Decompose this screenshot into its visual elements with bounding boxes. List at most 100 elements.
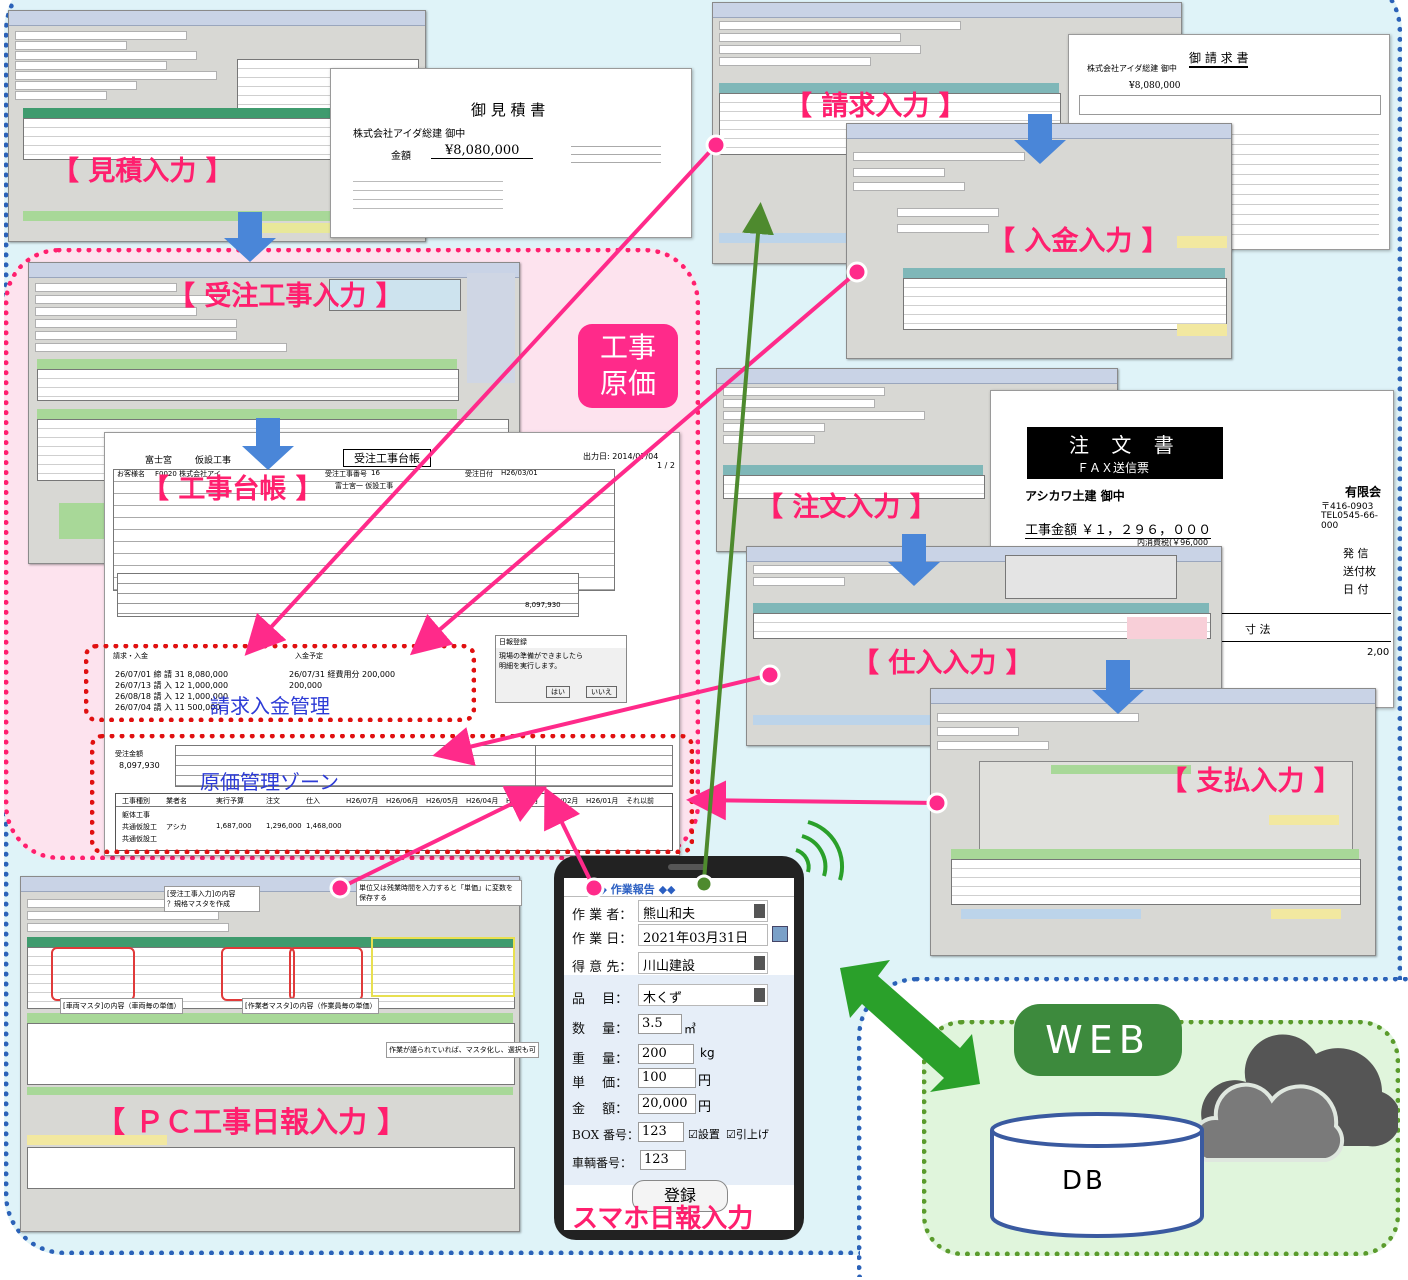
- label-mitsumori: 【 見積入力 】: [52, 156, 233, 187]
- dialog-text: 現場の準備ができましたら 明細を実行します。: [499, 652, 583, 670]
- dialog-ok-button[interactable]: はい: [546, 686, 570, 698]
- table-row: 200,000: [289, 681, 323, 690]
- phone-header: ◆◆ 作業報告 ◆◆: [590, 883, 676, 896]
- phone-item-select[interactable]: 木くず: [638, 984, 768, 1006]
- chumon-doc-postal: 〒416-0903: [1321, 502, 1374, 512]
- chumon-doc-title: 注 文 書: [1069, 433, 1182, 457]
- phone-price-label: 単 価：: [572, 1076, 629, 1091]
- phone-hikiage-checkbox[interactable]: ☑引上げ: [726, 1128, 769, 1141]
- chevron-down-icon: [754, 988, 765, 1002]
- wireless-signal-icon: [795, 820, 845, 881]
- daicho-nyukin-header: 入金予定: [295, 652, 323, 660]
- phone-amount-label: 金 額：: [572, 1102, 629, 1117]
- blue-arrows: [224, 114, 1144, 714]
- daicho-date: 出力日: 2014/07/04: [583, 452, 659, 461]
- smartphone-camera: [668, 864, 706, 870]
- chumon-doc-size: 寸 法: [1245, 623, 1271, 636]
- chumon-doc-date: 日 付: [1343, 583, 1369, 596]
- dialog-cancel-button[interactable]: いいえ: [586, 686, 617, 698]
- dialog-title: 日報登録: [496, 636, 626, 648]
- phone-weight-label: 重 量：: [572, 1052, 629, 1067]
- database-icon: [990, 1112, 1204, 1238]
- phone-customer-select[interactable]: 川山建設: [638, 952, 768, 974]
- daicho-koji-name: 富士宮一 仮設工事: [335, 482, 394, 490]
- chumon-doc-subtitle: ＦＡＸ送信票: [1077, 461, 1150, 475]
- cloud-icon: [1191, 1034, 1398, 1162]
- calendar-icon[interactable]: [772, 926, 788, 942]
- daicho-genka-header: 受注金額: [115, 750, 143, 758]
- label-nyukin: 【 入金入力 】: [988, 226, 1169, 257]
- phone-amount-unit: 円: [698, 1100, 712, 1115]
- chumon-doc-num: 2,00: [1367, 647, 1390, 658]
- koji-genka-text: 工事原価: [599, 331, 656, 400]
- daicho-total: 8,097,930: [525, 601, 561, 609]
- daicho-order-date-label: 受注日付: [465, 470, 493, 478]
- daicho-order-no-label: 受注工事番号: [325, 470, 367, 478]
- table-row: 26/07/13 請 入 12 1,000,000: [115, 681, 229, 690]
- phone-setchi-checkbox[interactable]: ☑設置: [688, 1128, 720, 1141]
- daicho-genka-amount: 8,097,930: [119, 761, 160, 770]
- phone-worker-label: 作 業 者：: [572, 908, 633, 923]
- phone-price-unit: 円: [698, 1074, 712, 1089]
- daicho-site: 仮設工事: [195, 456, 232, 466]
- web-badge: WEB: [1014, 1004, 1182, 1076]
- phone-customer-label: 得 意 先：: [572, 960, 633, 975]
- chumon-doc-tax: 内消費税(￥96,000: [1137, 538, 1209, 547]
- phone-qty-input[interactable]: 3.5: [638, 1014, 682, 1034]
- label-shiire: 【 仕入入力 】: [852, 648, 1033, 679]
- mitsumori-document: 御 見 積 書 株式会社アイダ総建 御中 金額 ¥8,080,000: [330, 68, 692, 238]
- table-row: 26/07/04 請 入 11 500,000: [115, 703, 221, 712]
- chevron-down-icon: [754, 904, 765, 918]
- label-chumon: 【 注文入力 】: [756, 492, 937, 523]
- db-text: DB: [1062, 1166, 1106, 1196]
- region-corner-border: [857, 977, 1408, 1277]
- daicho-title: 受注工事台帳: [343, 449, 431, 467]
- phone-worker-select[interactable]: 熊山和夫: [638, 900, 768, 922]
- daicho-customer-label: お客様名: [117, 470, 145, 478]
- mitsumori-doc-amount: ¥8,080,000: [431, 143, 534, 159]
- daicho-seikyu-rows: 26/07/01 締 請 31 8,080,000 26/07/13 請 入 1…: [115, 669, 285, 713]
- label-shiharai: 【 支払入力 】: [1160, 766, 1341, 797]
- shiharai-window: [930, 688, 1376, 956]
- phone-submit-button[interactable]: 登録: [632, 1180, 728, 1212]
- genka-kanri-zone-label: 原価管理ゾーン: [200, 770, 339, 794]
- table-row: 26/07/01 締 請 31 8,080,000: [115, 670, 229, 679]
- phone-qty-label: 数 量：: [572, 1022, 629, 1037]
- mitsumori-doc-amount-label: 金額: [391, 151, 411, 162]
- phone-amount-input[interactable]: 20,000: [638, 1094, 696, 1114]
- phone-date-field[interactable]: 2021年03月31日: [638, 924, 768, 946]
- pc-nippo-note5: 作業が語られていれば、マスタ化し、選択も可: [386, 1042, 539, 1058]
- table-row: 26/08/18 請 入 12 1,000,000: [115, 692, 229, 701]
- phone-car-label: 車輌番号：: [572, 1156, 633, 1170]
- phone-qty-unit: ㎥: [684, 1022, 697, 1036]
- pc-nippo-note2: [受注工事入力]の内容 ？規格マスタを作成: [164, 886, 260, 912]
- pc-nippo-note1: 単位又は残業時間を入力すると「単価」に変数を保存する: [356, 880, 522, 906]
- label-juchu: 【 受注工事入力 】: [168, 281, 403, 312]
- daicho-dialog: 日報登録 現場の準備ができましたら 明細を実行します。 はい いいえ: [495, 635, 627, 703]
- phone-price-input[interactable]: 100: [638, 1068, 696, 1088]
- phone-box-select[interactable]: 123: [638, 1122, 684, 1142]
- daicho-order-no: 16: [371, 469, 380, 477]
- web-text: WEB: [1045, 1018, 1151, 1062]
- chumon-doc-company: 有限会: [1345, 485, 1382, 499]
- chumon-doc-tel: TEL0545-66-000: [1321, 511, 1379, 531]
- pc-nippo-note4: [作業者マスタ]の内容（作業員毎の単価）: [242, 998, 380, 1014]
- chumon-doc-sender: 発 信: [1343, 547, 1369, 560]
- chumon-doc-client: アシカワ土建 御中: [1025, 489, 1125, 503]
- daicho-office: 富士宮: [145, 456, 173, 466]
- chumon-doc-pages: 送付枚: [1343, 565, 1376, 578]
- daicho-order-date: H26/03/01: [501, 469, 538, 477]
- label-daicho: 【 工事台帳 】: [142, 474, 323, 505]
- phone-box-label: BOX 番号：: [572, 1128, 640, 1142]
- pc-nippo-note3: [車両マスタ]の内容（車両毎の単価）: [60, 998, 184, 1014]
- mitsumori-doc-title: 御 見 積 書: [471, 101, 546, 119]
- phone-weight-input[interactable]: 200: [638, 1044, 694, 1064]
- chevron-down-icon: [754, 956, 765, 970]
- seikyu-doc-client: 株式会社アイダ総建 御中: [1087, 64, 1177, 73]
- label-seikyu: 【 請求入力 】: [785, 91, 966, 122]
- label-smartphone: スマホ日報入力: [572, 1204, 754, 1234]
- phone-car-select[interactable]: 123: [640, 1150, 686, 1170]
- daicho-page: 1 / 2: [657, 461, 675, 470]
- phone-weight-unit: kg: [700, 1046, 715, 1060]
- chumon-window: [716, 368, 1118, 552]
